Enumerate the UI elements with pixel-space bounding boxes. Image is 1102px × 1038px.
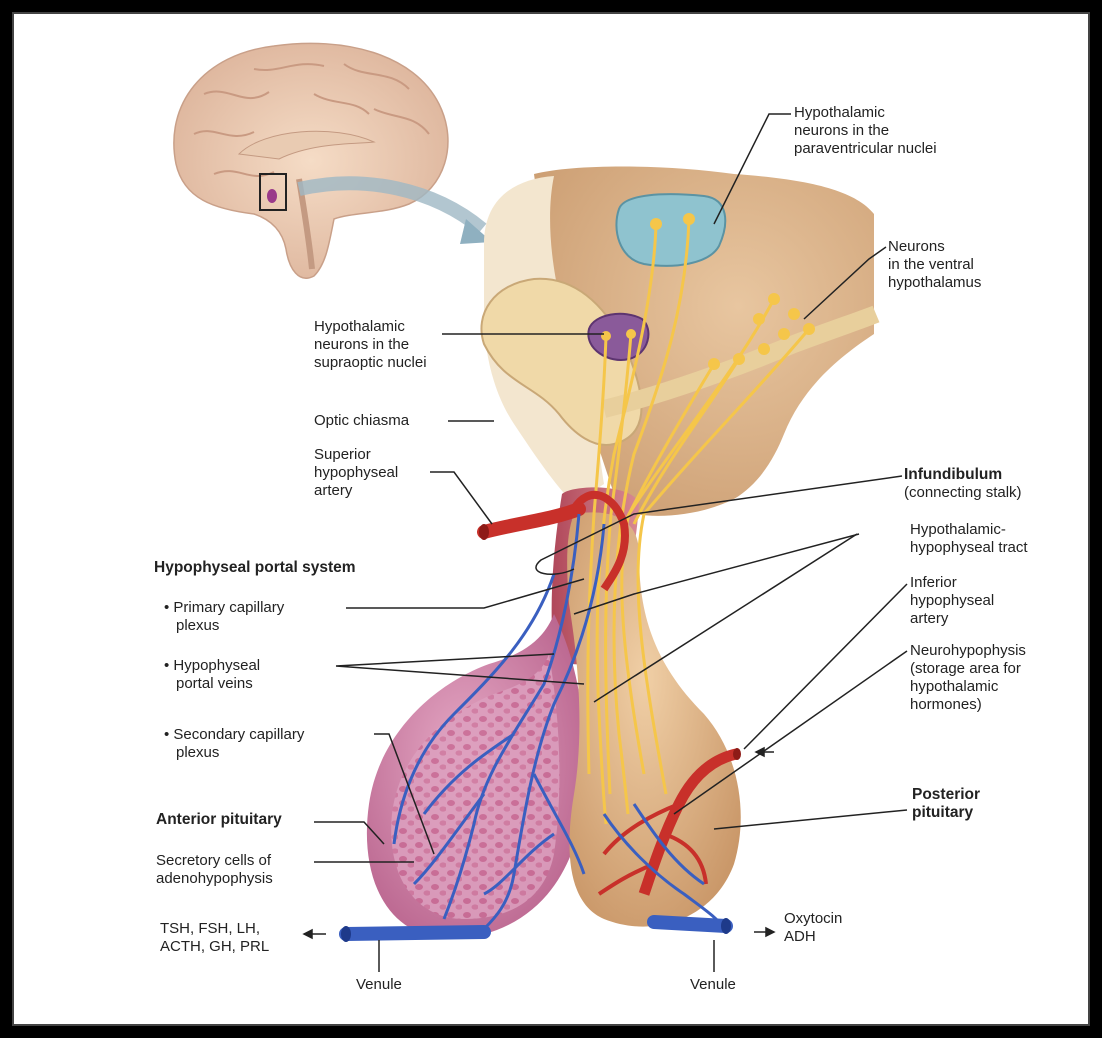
label-supraoptic: Hypothalamic neurons in the supraoptic n… [314, 318, 427, 372]
label-portal-system: Hypophyseal portal system [154, 559, 356, 577]
label-line: adenohypophysis [156, 870, 273, 888]
label-line: hypophyseal tract [910, 539, 1028, 557]
label-primary-plexus: • Primary capillary plexus [164, 599, 284, 635]
label-line: Hypothalamic [314, 318, 427, 336]
label-line: • Primary capillary [164, 599, 284, 617]
label-line: portal veins [164, 675, 260, 693]
brain-inset [174, 43, 492, 278]
label-line: in the ventral [888, 256, 981, 274]
label-line: ACTH, GH, PRL [160, 938, 269, 956]
label-ventral-neurons: Neurons in the ventral hypothalamus [888, 238, 981, 292]
label-line: ADH [784, 928, 842, 946]
label-inferior-artery: Inferior hypophyseal artery [910, 574, 994, 628]
label-line: artery [314, 482, 398, 500]
label-line: plexus [164, 744, 304, 762]
paraventricular-nucleus [616, 194, 725, 266]
label-line: supraoptic nuclei [314, 354, 427, 372]
label-line: neurons in the [314, 336, 427, 354]
label-line: hypophyseal [314, 464, 398, 482]
label-line: hormones) [910, 696, 1026, 714]
label-line: Infundibulum [904, 466, 1022, 484]
label-venule-left: Venule [356, 976, 402, 994]
label-optic-chiasma: Optic chiasma [314, 412, 409, 430]
label-line: • Hypophyseal [164, 657, 260, 675]
label-line: Oxytocin [784, 910, 842, 928]
label-line: Secretory cells of [156, 852, 273, 870]
label-anterior-pituitary: Anterior pituitary [156, 811, 282, 829]
label-neurohypophysis: Neurohypophysis (storage area for hypoth… [910, 642, 1026, 714]
label-line: • Secondary capillary [164, 726, 304, 744]
venule-left [341, 926, 484, 942]
label-line: Inferior [910, 574, 994, 592]
label-line: hypophyseal [910, 592, 994, 610]
label-line: hypothalamic [910, 678, 1026, 696]
label-superior-artery: Superior hypophyseal artery [314, 446, 398, 500]
label-posterior-pituitary: Posterior pituitary [912, 786, 980, 822]
venule-right [654, 918, 731, 934]
label-line: (storage area for [910, 660, 1026, 678]
label-line: Superior [314, 446, 398, 464]
label-line: Hypothalamic- [910, 521, 1028, 539]
label-paraventricular: Hypothalamic neurons in the paraventricu… [794, 104, 937, 158]
figure-panel: Hypothalamic neurons in the paraventricu… [12, 12, 1090, 1026]
label-line: artery [910, 610, 994, 628]
label-infundibulum: Infundibulum (connecting stalk) [904, 466, 1022, 502]
label-line: (connecting stalk) [904, 484, 1022, 502]
label-tract: Hypothalamic- hypophyseal tract [910, 521, 1028, 557]
label-line: paraventricular nuclei [794, 140, 937, 158]
label-line: Neurons [888, 238, 981, 256]
label-line: pituitary [912, 804, 980, 822]
label-line: Hypothalamic [794, 104, 937, 122]
label-secretory-cells: Secretory cells of adenohypophysis [156, 852, 273, 888]
label-posterior-hormones: Oxytocin ADH [784, 910, 842, 946]
label-line: plexus [164, 617, 284, 635]
label-anterior-hormones: TSH, FSH, LH, ACTH, GH, PRL [160, 920, 269, 956]
label-line: Posterior [912, 786, 980, 804]
label-portal-veins: • Hypophyseal portal veins [164, 657, 260, 693]
label-venule-right: Venule [690, 976, 736, 994]
label-line: hypothalamus [888, 274, 981, 292]
label-line: TSH, FSH, LH, [160, 920, 269, 938]
label-line: neurons in the [794, 122, 937, 140]
label-secondary-plexus: • Secondary capillary plexus [164, 726, 304, 762]
label-line: Neurohypophysis [910, 642, 1026, 660]
